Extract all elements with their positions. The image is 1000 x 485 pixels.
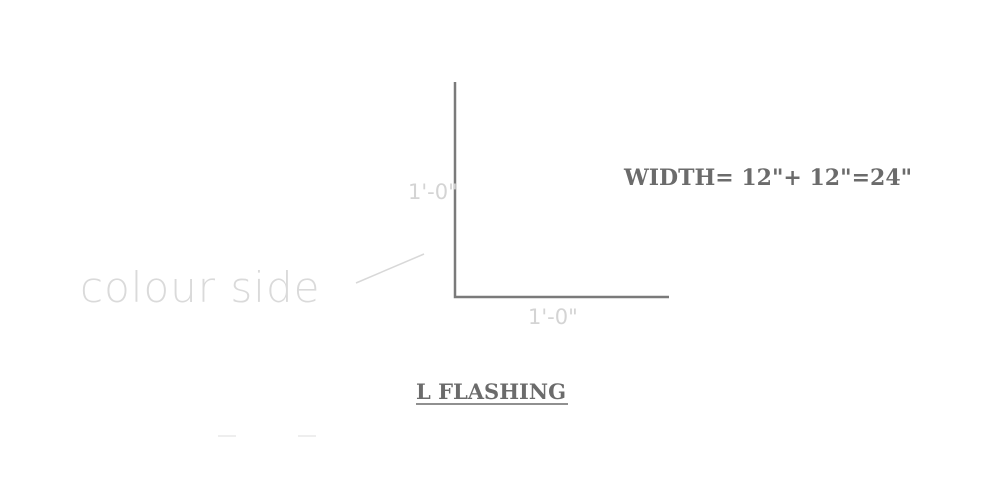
vertical-dimension-label: 1'-0" <box>408 180 458 204</box>
width-formula: WIDTH= 12"+ 12"=24" <box>623 165 912 191</box>
colour-side-label: colour side <box>80 263 320 312</box>
colour-side-leader-line <box>355 253 425 284</box>
horizontal-dimension-label: 1'-0" <box>528 305 578 329</box>
flashing-profile <box>453 82 669 299</box>
drawing-title: L FLASHING <box>416 379 566 404</box>
